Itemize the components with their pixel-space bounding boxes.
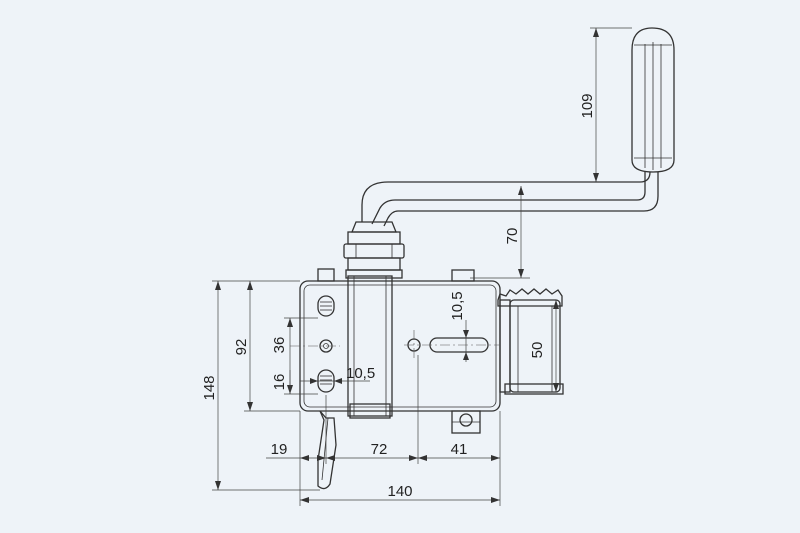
handle-grip: [631, 27, 675, 173]
drum-column: [347, 275, 393, 417]
bottom-nut: [451, 410, 481, 434]
dim-label-16: 16: [271, 374, 288, 391]
dim-label-41: 41: [451, 441, 468, 458]
brake-lever: [317, 410, 337, 490]
dim-label-109: 109: [579, 93, 596, 118]
dim-label-92: 92: [233, 339, 250, 356]
crank-arm: [371, 172, 646, 225]
dimension-labels: 109 70 10,5 50 148 92 36 16 10,5 19 72 4…: [201, 93, 596, 500]
dimension-lines: [212, 27, 632, 506]
dim-label-140: 140: [387, 483, 412, 500]
dim-label-36: 36: [271, 337, 288, 354]
dim-label-148: 148: [201, 375, 218, 400]
mounting-holes: [317, 295, 335, 393]
dim-label-slot-10-5: 10,5: [449, 291, 466, 320]
dim-label-hole-10-5: 10,5: [346, 365, 375, 382]
dim-label-50: 50: [529, 342, 546, 359]
dim-label-70: 70: [504, 228, 521, 245]
sprocket-gear: [497, 288, 564, 395]
winch-housing: [299, 268, 501, 490]
crank-hub: [343, 221, 405, 279]
crank-handle: [343, 27, 675, 279]
dim-label-72: 72: [371, 441, 388, 458]
dim-label-19: 19: [271, 441, 288, 458]
center-lines: [290, 330, 500, 360]
